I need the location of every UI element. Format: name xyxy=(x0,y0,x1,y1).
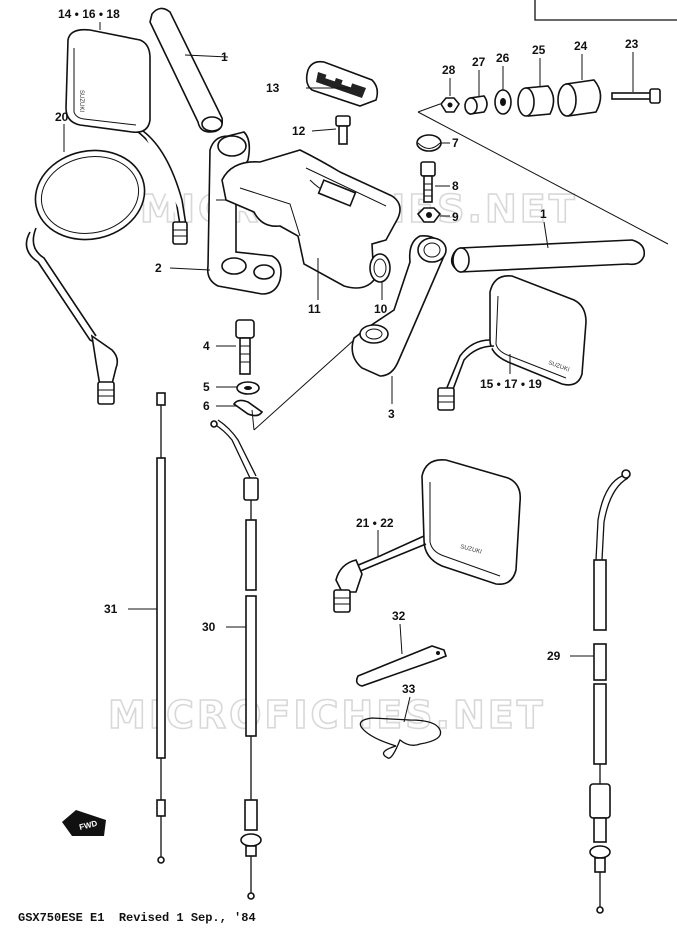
watermark-bottom: MICROFICHES.NET xyxy=(108,693,546,737)
nut-28 xyxy=(440,97,460,113)
callout-21-22: 21 • 22 xyxy=(356,516,394,530)
bolt-4 xyxy=(235,319,255,375)
callout-31: 31 xyxy=(104,602,118,616)
mirror-left-rect: SUZUKI xyxy=(65,28,188,245)
callout-5: 5 xyxy=(203,380,210,394)
callout-1b: 1 xyxy=(540,207,547,221)
callout-1a: 1 xyxy=(221,50,228,64)
mirror-center-rect: SUZUKI xyxy=(333,459,522,613)
end-cap-24 xyxy=(557,79,602,117)
callout-10: 10 xyxy=(374,302,388,316)
screw-23 xyxy=(611,88,661,104)
pin-6 xyxy=(232,399,264,417)
mirror-round xyxy=(25,149,146,405)
callout-25: 25 xyxy=(532,43,546,57)
bolt-8 xyxy=(420,161,436,203)
callout-13: 13 xyxy=(266,81,280,95)
callout-7: 7 xyxy=(452,136,459,150)
leader-balancer-2 xyxy=(417,103,441,113)
leader-balancer xyxy=(417,111,669,245)
callout-6: 6 xyxy=(203,399,210,413)
callout-15-17-19: 15 • 17 • 19 xyxy=(480,377,542,391)
callout-20: 20 xyxy=(55,110,69,124)
callout-8: 8 xyxy=(452,179,459,193)
callout-28: 28 xyxy=(442,63,456,77)
callout-24: 24 xyxy=(574,39,588,53)
mirror-right-rect: SUZUKI xyxy=(437,275,587,411)
cable-31 xyxy=(156,392,166,864)
strap-32 xyxy=(355,645,447,687)
leader-holder-2 xyxy=(251,409,255,431)
callout-12: 12 xyxy=(292,124,306,138)
top-holder-11 xyxy=(221,149,401,289)
collar-27 xyxy=(464,95,488,115)
switch-13 xyxy=(305,60,379,107)
callout-2: 2 xyxy=(155,261,162,275)
callout-3: 3 xyxy=(388,407,395,421)
footer-caption: GSX750ESE E1 Revised 1 Sep., '84 xyxy=(18,911,256,925)
cable-29 xyxy=(589,469,631,914)
washer-5 xyxy=(236,381,260,395)
lower-holder-3 xyxy=(351,235,447,377)
callout-23: 23 xyxy=(625,37,639,51)
callout-26: 26 xyxy=(496,51,510,65)
callout-4: 4 xyxy=(203,339,210,353)
callouts: 14 • 16 • 18 1 13 28 27 26 25 24 23 20 1… xyxy=(55,7,639,696)
handlebar-left xyxy=(149,7,224,133)
cap-7 xyxy=(416,134,442,152)
bolt-12 xyxy=(335,115,351,145)
washer-26 xyxy=(494,89,512,115)
callout-33: 33 xyxy=(402,682,416,696)
cable-30 xyxy=(210,419,262,900)
callout-29: 29 xyxy=(547,649,561,663)
callout-30: 30 xyxy=(202,620,216,634)
callout-27: 27 xyxy=(472,55,486,69)
weight-25 xyxy=(517,85,555,117)
leader-holder xyxy=(253,339,355,431)
leader-lines xyxy=(63,22,634,723)
callout-11: 11 xyxy=(308,302,321,316)
clamp-33 xyxy=(359,717,442,759)
callout-14-16-18: 14 • 16 • 18 xyxy=(58,7,120,21)
fwd-arrow: FWD xyxy=(62,810,106,836)
callout-9: 9 xyxy=(452,210,459,224)
svg-text:SUZUKI: SUZUKI xyxy=(78,90,84,112)
header-frame xyxy=(534,0,677,21)
fwd-label: FWD xyxy=(78,819,98,832)
svg-text:SUZUKI: SUZUKI xyxy=(459,544,482,556)
nut-9 xyxy=(416,207,442,223)
handlebar-right xyxy=(450,239,646,273)
callout-32: 32 xyxy=(392,609,406,623)
